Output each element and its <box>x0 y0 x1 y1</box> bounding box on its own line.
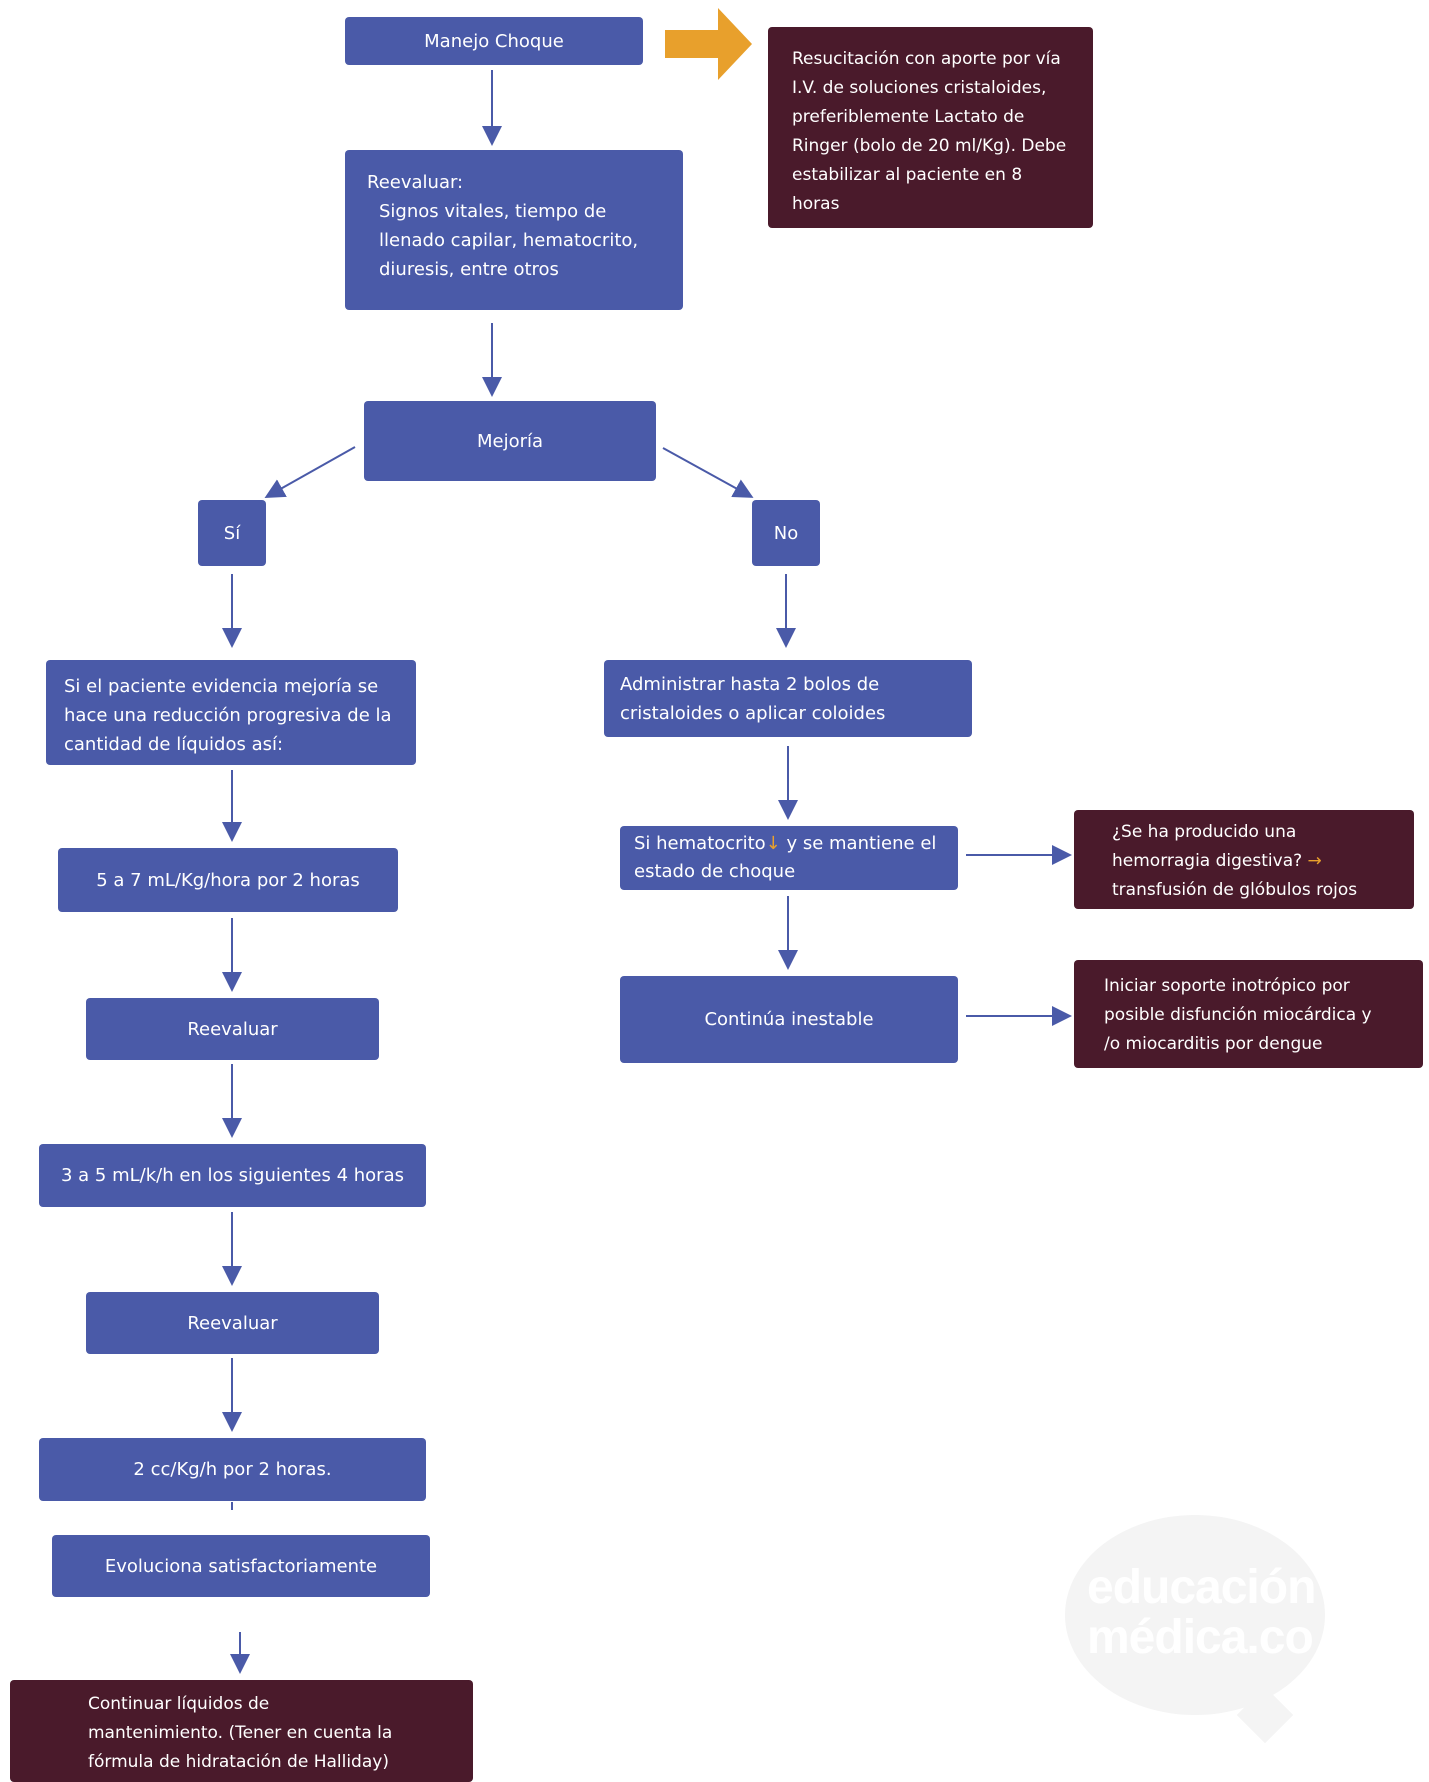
continuar-liquidos-text: Continuar líquidos de mantenimiento. (Te… <box>88 1694 393 1772</box>
administrar-bolos-text: Administrar hasta 2 bolos de cristaloide… <box>620 674 886 724</box>
administrar-bolos-box: Administrar hasta 2 bolos de cristaloide… <box>604 660 972 737</box>
watermark-line-2: médica.co <box>1087 1611 1314 1664</box>
manejo-choque-box: Manejo Choque <box>345 17 643 65</box>
si-box: Sí <box>198 500 266 566</box>
right-arrow-icon: → <box>1307 851 1322 871</box>
resucitacion-text: Resucitación con aporte por vía I.V. de … <box>792 49 1067 214</box>
evoluciona-box: Evoluciona satisfactoriamente <box>52 1535 430 1597</box>
soporte-inotropico-box: Iniciar soporte inotrópico por posible d… <box>1074 960 1423 1068</box>
arrow-mejoria-to-no <box>662 447 754 498</box>
dosis-2-box: 3 a 5 mL/k/h en los siguientes 4 horas <box>39 1144 426 1207</box>
educacion-medica-watermark-logo: educación médica.co <box>1065 1515 1325 1744</box>
resucitacion-box: Resucitación con aporte por vía I.V. de … <box>768 27 1093 228</box>
dosis-3-box: 2 cc/Kg/h por 2 horas. <box>39 1438 426 1501</box>
dosis-1-box: 5 a 7 mL/Kg/hora por 2 horas <box>58 848 398 912</box>
dosis-2-label: 3 a 5 mL/k/h en los siguientes 4 horas <box>61 1165 404 1186</box>
manejo-choque-label: Manejo Choque <box>424 30 564 52</box>
hematocrito-box: Si hematocrito↓ y se mantiene el estado … <box>620 826 958 890</box>
orange-right-arrow <box>665 8 752 80</box>
reevaluar-box: Reevaluar: Signos vitales, tiempo de lle… <box>345 150 683 310</box>
reevaluar-3-box: Reevaluar <box>86 1292 379 1354</box>
mejoria-label: Mejoría <box>476 430 544 452</box>
paciente-mejoria-box: Si el paciente evidencia mejoría se hace… <box>46 660 416 765</box>
continuar-liquidos-box: Continuar líquidos de mantenimiento. (Te… <box>10 1680 473 1782</box>
dosis-3-label: 2 cc/Kg/h por 2 horas. <box>133 1459 332 1480</box>
hematocrito-text-1: Si hematocrito <box>634 833 766 854</box>
hemorragia-text-2: transfusión de glóbulos rojos <box>1112 880 1358 900</box>
no-box: No <box>752 500 820 566</box>
paciente-mejoria-text: Si el paciente evidencia mejoría se hace… <box>64 676 392 755</box>
mejoria-box: Mejoría <box>364 401 656 481</box>
down-arrow-icon: ↓ <box>765 833 781 854</box>
continua-inestable-label: Continúa inestable <box>704 1009 874 1030</box>
hemorragia-box: ¿Se ha producido una hemorragia digestiv… <box>1074 810 1414 909</box>
watermark-line-1: educación <box>1087 1561 1316 1614</box>
soporte-inotropico-text: Iniciar soporte inotrópico por posible d… <box>1104 976 1372 1054</box>
reevaluar-detail: Signos vitales, tiempo de llenado capila… <box>379 201 639 280</box>
no-label: No <box>773 522 799 544</box>
reevaluar-3-label: Reevaluar <box>187 1312 278 1334</box>
hematocrito-text-2: y se mantiene el estado de choque <box>634 833 937 882</box>
reevaluar-2-label: Reevaluar <box>187 1018 278 1040</box>
arrow-mejoria-to-si <box>264 446 356 498</box>
hemorragia-text-1: ¿Se ha producido una hemorragia digestiv… <box>1112 822 1308 871</box>
reevaluar-2-box: Reevaluar <box>86 998 379 1060</box>
reevaluar-title: Reevaluar: <box>367 172 464 193</box>
evoluciona-label: Evoluciona satisfactoriamente <box>104 1555 378 1577</box>
si-label: Sí <box>223 522 241 544</box>
dosis-1-label: 5 a 7 mL/Kg/hora por 2 horas <box>96 869 360 891</box>
continua-inestable-box: Continúa inestable <box>620 976 958 1063</box>
